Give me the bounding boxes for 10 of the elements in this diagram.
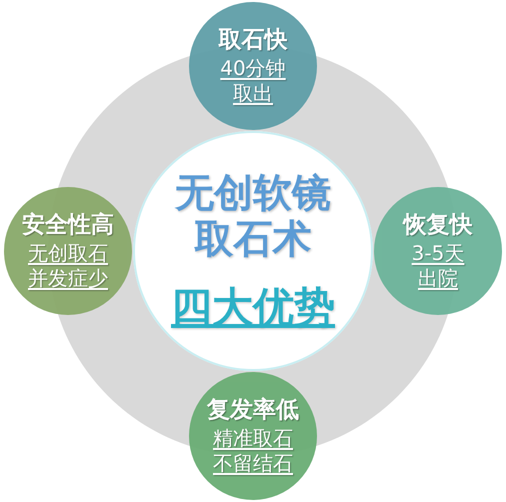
advantage-detail: 40分钟取出 <box>219 56 287 106</box>
procedure-title: 无创软镜取石术 <box>174 171 332 263</box>
advantage-detail: 精准取石不留结石 <box>212 426 294 476</box>
advantages-heading: 四大优势 <box>171 283 335 331</box>
advantage-title: 安全性高 <box>22 211 114 240</box>
advantage-title: 复发率低 <box>207 396 299 425</box>
advantage-title: 恢复快 <box>404 211 472 240</box>
advantage-detail: 3-5天出院 <box>410 241 466 291</box>
advantage-title: 取石快 <box>218 26 288 55</box>
advantage-detail: 无创取石并发症少 <box>27 241 109 291</box>
